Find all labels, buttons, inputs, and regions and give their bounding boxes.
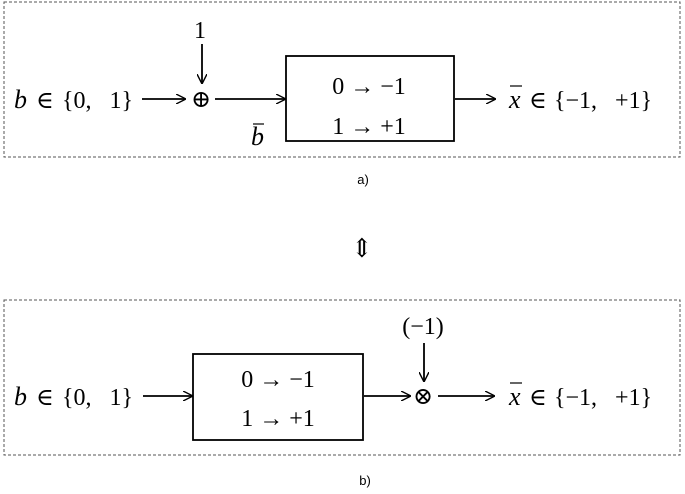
panel-a-output-set: {−1, +1} [554, 88, 652, 114]
panel-b-in-symbol: ∈ [36, 385, 54, 411]
panel-a: b ∈ {0, 1} 1 ⊕ b 0 → −1 1 → +1 x ∈ {−1, … [3, 1, 681, 187]
panel-b-caption: b) [359, 473, 371, 488]
panel-b-map-line1: 0 → −1 [241, 367, 315, 393]
panel-b-output-set: {−1, +1} [554, 385, 652, 411]
panel-a-intermediate-var: b [251, 122, 264, 151]
panel-a-xor-input: 1 [194, 18, 206, 44]
panel-a-output-var: x [508, 85, 521, 114]
panel-b: b ∈ {0, 1} 0 → −1 1 → +1 (−1) ⊗ x ∈ {−1,… [3, 299, 681, 488]
panel-a-frame [3, 1, 681, 158]
panel-a-mapping-box [285, 55, 455, 142]
panel-b-out-in-symbol: ∈ [529, 385, 547, 411]
panel-a-map-line2: 1 → +1 [332, 114, 406, 140]
equivalence-symbol: ⇕ [351, 234, 373, 263]
panel-a-input-set: {0, 1} [62, 88, 133, 114]
panel-b-output-var: x [508, 382, 521, 411]
panel-b-input-var: b [14, 382, 27, 411]
panel-b-frame [3, 299, 681, 456]
panel-a-xor-symbol: ⊕ [191, 87, 211, 113]
panel-b-map-line2: 1 → +1 [241, 406, 315, 432]
panel-a-input-var: b [14, 85, 27, 114]
panel-a-caption: a) [357, 172, 369, 187]
panel-a-map-line1: 0 → −1 [332, 74, 406, 100]
panel-b-mult-symbol: ⊗ [413, 384, 433, 410]
panel-a-out-in-symbol: ∈ [529, 88, 547, 114]
panel-a-in-symbol: ∈ [36, 88, 54, 114]
panel-b-mult-input: (−1) [402, 314, 444, 340]
panel-b-input-set: {0, 1} [62, 385, 133, 411]
panel-b-mapping-box [192, 353, 364, 441]
